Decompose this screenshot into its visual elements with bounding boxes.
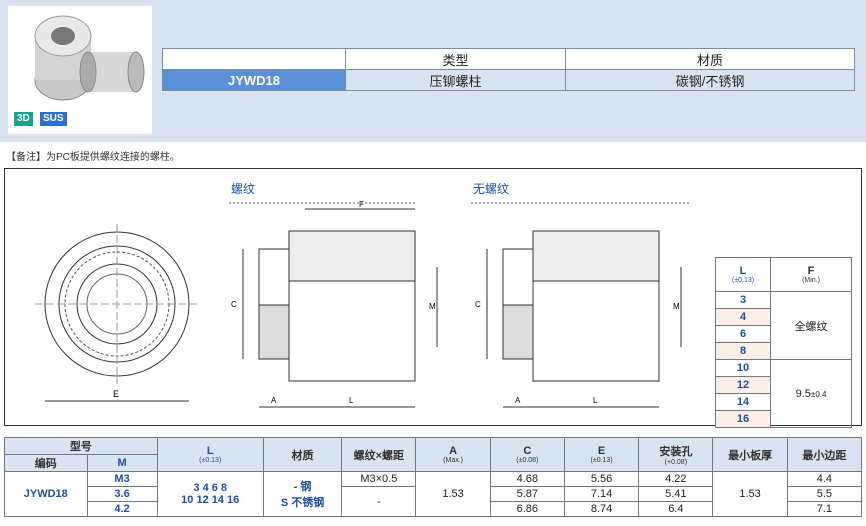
header-edge: 最小边距 (786, 437, 863, 472)
header-thread: 螺纹×螺距 (341, 437, 417, 472)
header-a-sub: (Max.) (443, 457, 464, 464)
lf-l-value: 10 (714, 359, 772, 377)
dim-f: F (359, 200, 364, 209)
row-thread: M3×0.5 (341, 471, 417, 487)
row-m: 4.2 (86, 501, 158, 517)
remark-text: 【备注】为PC板提供螺纹连接的螺柱。 (6, 152, 180, 163)
row-hole: 6.4 (638, 501, 714, 517)
header-e-sub: (±0.13) (590, 457, 613, 464)
dim-a-unthreaded: A (515, 396, 521, 405)
row-plate: 1.53 (712, 471, 788, 517)
threaded-title: 螺纹 (231, 182, 255, 196)
header-c-sub: (±0.08) (516, 457, 539, 464)
spec-material: 碳钢/不锈钢 (565, 69, 855, 91)
header-l: L (206, 445, 214, 457)
header-model: 型号 (4, 437, 158, 455)
dim-c-unthreaded: C (475, 300, 481, 309)
header-hole-sub: (+0.08) (664, 459, 688, 466)
dim-m-unthreaded: M (673, 302, 680, 311)
header-l-tol: (±0.13) (199, 457, 222, 464)
header-plate: 最小板厚 (712, 437, 788, 472)
row-e: 7.14 (563, 486, 640, 502)
spec-header-type: 类型 (344, 48, 567, 70)
row-e: 5.56 (563, 471, 640, 487)
badge-sus[interactable]: SUS (40, 112, 67, 126)
row-code: JYWD18 (4, 471, 88, 517)
header-hole: 安装孔 (659, 446, 693, 458)
model-table: 型号 L(±0.13) 材质 螺纹×螺距 A(Max.) C(±0.08) E(… (4, 437, 863, 517)
lf-l-value: 6 (714, 325, 772, 343)
row-edge: 5.5 (786, 486, 863, 502)
lf-l-value: 12 (714, 376, 772, 394)
row-l-line1: 3 4 6 8 (193, 482, 228, 494)
row-e: 8.74 (563, 501, 640, 517)
dim-a-threaded: A (271, 396, 277, 405)
row-thread: - (341, 486, 417, 517)
lf-l-value: 8 (714, 342, 772, 360)
lf-f-value: 9.5 (795, 387, 811, 400)
row-edge: 7.1 (786, 501, 863, 517)
dim-l-unthreaded: L (593, 396, 598, 405)
lf-header-l: L (739, 265, 747, 277)
standoff-photo-icon (34, 15, 145, 101)
badge-3d[interactable]: 3D (14, 112, 33, 126)
header-m: M (86, 454, 158, 472)
header-material: 材质 (262, 437, 343, 472)
spec-table: 编码 类型 材质 JYWD18 压铆螺柱 碳钢/不锈钢 (162, 48, 855, 91)
spec-header-material: 材质 (565, 48, 855, 70)
dim-c-threaded: C (231, 300, 237, 309)
row-hole: 4.22 (638, 471, 714, 487)
spec-header-code: 编码 (162, 48, 346, 70)
row-c: 4.68 (489, 471, 565, 487)
technical-drawing: E 螺纹 F C M A L 无螺纹 C M A L L(±0.13) (4, 168, 862, 428)
drawing-canvas: E 螺纹 F C M A L 无螺纹 C M A L (35, 182, 690, 408)
row-edge: 4.4 (786, 471, 863, 487)
unthreaded-title: 无螺纹 (473, 182, 509, 196)
row-c: 5.87 (489, 486, 565, 502)
header-a: A (449, 445, 458, 457)
lf-header-f: F (807, 265, 815, 277)
header-code: 编码 (4, 454, 88, 472)
spec-code: JYWD18 (162, 69, 346, 91)
header-c: C (523, 445, 532, 457)
row-c: 6.86 (489, 501, 565, 517)
row-material-line2: S 不锈钢 (280, 497, 325, 509)
lf-l-value: 4 (714, 308, 772, 326)
spec-type: 压铆螺柱 (344, 69, 567, 91)
lf-l-value: 14 (714, 393, 772, 411)
row-hole: 5.41 (638, 486, 714, 502)
row-a: 1.53 (415, 471, 491, 517)
lf-l-value: 3 (714, 291, 772, 309)
row-m: M3 (86, 471, 158, 487)
lf-f-tol: ±0.4 (810, 389, 827, 399)
lf-header-f-min: (Min.) (802, 277, 820, 284)
product-image (8, 6, 152, 134)
lf-header-l-tol: (±0.13) (731, 277, 755, 284)
dim-e-front: E (113, 389, 119, 399)
row-material-line1: - 钢 (293, 481, 312, 493)
lf-l-value: 16 (714, 410, 772, 428)
dim-l-threaded: L (349, 396, 354, 405)
dim-m-threaded: M (429, 302, 436, 311)
lf-f-full: 全螺纹 (770, 291, 852, 360)
row-m: 3.6 (86, 486, 158, 502)
header-e: E (597, 445, 606, 457)
row-l-line2: 10 12 14 16 (181, 494, 240, 506)
